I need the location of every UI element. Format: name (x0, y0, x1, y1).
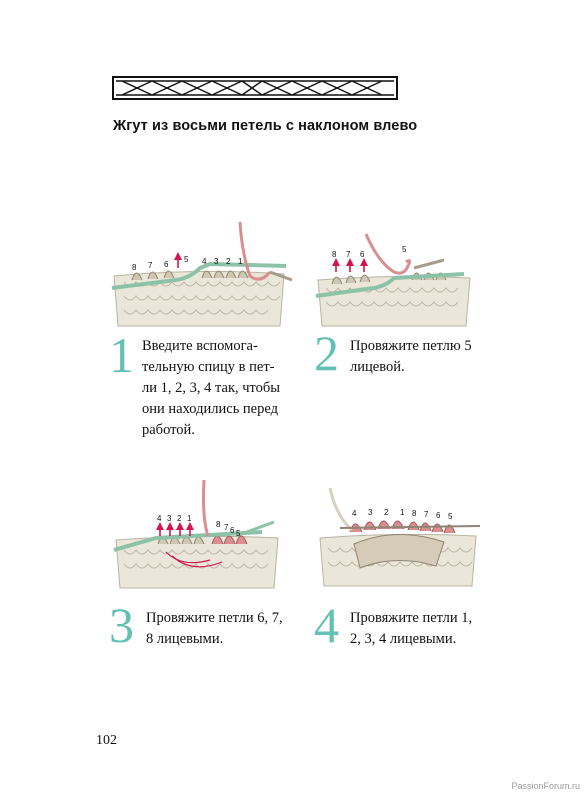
step-1-illustration: 8 7 6 5 4 3 2 1 (111, 221, 293, 327)
loop-label: 5 (448, 512, 453, 521)
text-line: Введите вспомога- (142, 338, 258, 354)
loop-label: 8 (332, 250, 337, 259)
text-line: ли 1, 2, 3, 4 так, чтобы (142, 380, 281, 396)
loop-label: 2 (226, 257, 231, 266)
text-line: они находились перед (142, 401, 278, 417)
loop-label: 5 (184, 255, 189, 264)
loop-label: 4 (157, 514, 162, 523)
loop-label: 6 (436, 511, 441, 520)
loop-label: 3 (368, 508, 373, 517)
watermark: PassionForum.ru (511, 781, 580, 791)
section-heading: Жгут из восьми петель с наклоном влево (113, 118, 418, 134)
loop-label: 6 (230, 526, 235, 535)
text-line: Провяжите петлю 5 (350, 338, 472, 354)
loop-label: 5 (236, 529, 241, 538)
text-line: Провяжите петли 6, 7, (146, 610, 283, 626)
cable-chart-symbol (112, 76, 398, 100)
loop-label: 7 (346, 250, 351, 259)
loop-label: 2 (177, 514, 182, 523)
loop-label: 2 (384, 508, 389, 517)
step-4-text: Провяжите петли 1, 2, 3, 4 лицевыми. (350, 608, 472, 650)
page-number: 102 (96, 733, 117, 748)
loop-label: 6 (360, 250, 365, 259)
step-4-number: 4 (314, 597, 339, 653)
text-line: 2, 3, 4 лицевыми. (350, 631, 457, 647)
text-line: 8 лицевыми. (146, 631, 224, 647)
loop-label: 1 (238, 257, 243, 266)
step-1-number: 1 (109, 327, 134, 383)
loop-label: 1 (400, 508, 405, 517)
step-4-illustration: 4 3 2 1 8 7 6 5 (319, 487, 481, 587)
step-3-number: 3 (109, 597, 134, 653)
loop-label: 4 (202, 257, 207, 266)
loop-label: 3 (167, 514, 172, 523)
text-line: Провяжите петли 1, (350, 610, 473, 626)
loop-label: 8 (132, 263, 137, 272)
loop-label: 3 (214, 257, 219, 266)
loop-label: 6 (164, 260, 169, 269)
loop-label: 8 (412, 509, 417, 518)
loop-label: 7 (224, 523, 229, 532)
step-3-illustration: 4 3 2 1 8 7 6 5 (113, 479, 279, 589)
step-2-illustration: 8 7 6 5 (315, 233, 471, 327)
step-1-text: Введите вспомога- тельную спицу в пет- л… (142, 336, 280, 441)
text-line: работой. (142, 422, 195, 438)
step-2-number: 2 (314, 325, 339, 381)
step-3-text: Провяжите петли 6, 7, 8 лицевыми. (146, 608, 283, 650)
loop-label: 7 (148, 261, 153, 270)
loop-label: 7 (424, 510, 429, 519)
text-line: лицевой. (350, 359, 405, 375)
loop-label: 4 (352, 509, 357, 518)
step-2-text: Провяжите петлю 5 лицевой. (350, 336, 472, 378)
loop-label: 1 (187, 514, 192, 523)
loop-label: 8 (216, 520, 221, 529)
text-line: тельную спицу в пет- (142, 359, 275, 375)
loop-label: 5 (402, 245, 407, 254)
